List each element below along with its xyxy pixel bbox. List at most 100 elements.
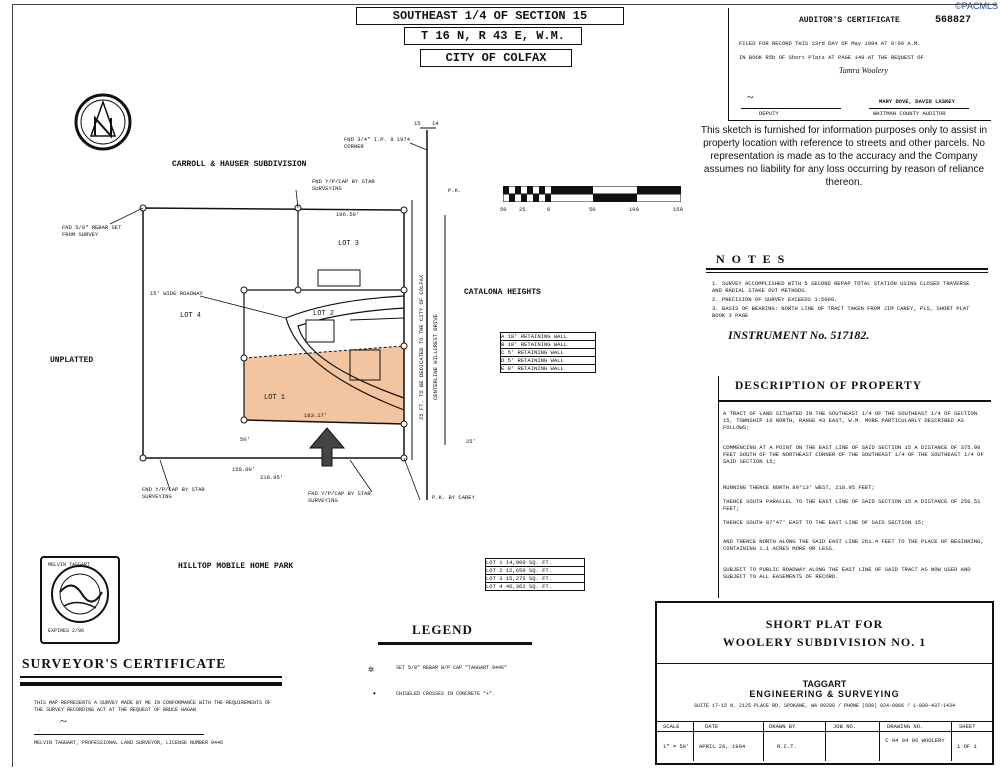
description-title: DESCRIPTION OF PROPERTY (735, 380, 923, 392)
auditor-line2: IN BOOK R5b OF Short Plats AT PAGE 149 A… (739, 54, 924, 61)
auditor-title: AUDITOR'S CERTIFICATE (799, 16, 900, 25)
surveyor-text: THIS MAP REPRESENTS A SURVEY MADE BY ME … (34, 700, 272, 713)
surveyor-rule (20, 682, 282, 686)
auditor-number: 568827 (935, 15, 972, 26)
col-header: SCALE (663, 723, 680, 730)
label-centerline: CENTERLINE HILLCREST DRIVE (432, 314, 439, 400)
title-rule (657, 663, 992, 664)
survey-map (109, 127, 446, 501)
surveyor-seal: MELVIN TAGGART EXPIRES 2/96 (40, 556, 120, 644)
col-header: DRAWN BY (769, 723, 796, 730)
retaining-row: B 10' RETAINING WALL (501, 341, 595, 349)
area-row: LOT 1 14,900 SQ. FT. (486, 559, 584, 567)
col-divider (825, 721, 826, 761)
col-header: DRAWING NO. (887, 723, 924, 730)
cross-symbol-icon: • (372, 690, 377, 699)
scale-label: 50 (589, 206, 596, 213)
label-lot4: LOT 4 (180, 312, 202, 320)
col-value: 1" = 50' (663, 743, 690, 750)
description-paragraph: THENCE SOUTH PARALLEL TO THE EAST LINE O… (723, 498, 981, 512)
auditor-name: MARY DOVE, DAVID LASKEY (879, 98, 955, 105)
description-paragraph: THENCE SOUTH 87°47' EAST TO THE EAST LIN… (723, 519, 925, 526)
seal-graphic-icon (51, 565, 109, 623)
area-row: LOT 2 12,650 SQ. FT. (486, 567, 584, 575)
dim-lot1: 183.17' (304, 412, 328, 419)
label-unplatted: UNPLATTED (50, 356, 94, 365)
dim-top: 196.50' (336, 211, 360, 218)
notes-rule (706, 268, 988, 270)
survey-pins (139, 204, 408, 462)
rebar-symbol-icon: ✲ (368, 665, 375, 676)
surveyor-rule (20, 676, 282, 678)
scale-label: 0 (547, 206, 551, 213)
header-line3: CITY OF COLFAX (445, 51, 547, 65)
scale-label: 50 (500, 206, 507, 213)
notes-rule (706, 272, 988, 273)
instrument-number: INSTRUMENT No. 517182. (728, 328, 870, 342)
description-rule (719, 400, 991, 402)
roadway-edge (285, 295, 405, 411)
title-line2: WOOLERY SUBDIVISION NO. 1 (722, 635, 927, 649)
label-hilltop: HILLTOP MOBILE HOME PARK (178, 562, 294, 571)
col-header: SHEET (959, 723, 976, 730)
label-carroll: CARROLL & HAUSER SUBDIVISION (172, 160, 307, 169)
col-divider (693, 721, 694, 761)
dim-25: 25' (466, 438, 476, 445)
retaining-row: A 18' RETAINING WALL (501, 333, 595, 341)
auditor-line1: FILED FOR RECORD THIS 23rd DAY OF May 19… (739, 40, 921, 47)
scale-label: 150 (673, 206, 683, 213)
deputy-signature: ~ (747, 90, 754, 104)
auditor-line3: Tamra Woolery (839, 66, 888, 75)
legend-title: LEGEND (412, 622, 473, 637)
retaining-row: E 8' RETAINING WALL (501, 365, 564, 372)
note-item: 2. PRECISION OF SURVEY EXCEEDS 1:5000. (712, 296, 838, 303)
building-outline (305, 319, 335, 343)
building-outline (349, 349, 381, 381)
description-paragraph: SUBJECT TO PUBLIC ROADWAY ALONG THE EAST… (723, 566, 971, 580)
section-corner-15: 15 (414, 120, 421, 127)
surveyor-signature: ~ (60, 714, 67, 728)
title-rule (657, 721, 992, 722)
building-outline (317, 269, 361, 287)
retaining-row: D 5' RETAINING WALL (501, 357, 595, 365)
legend-item: CHISELED CROSSES IN CONCRETE "+". (396, 691, 496, 697)
lot-line (243, 345, 405, 359)
label-fnd-star-bottom: FND Y/P/CAP BY STAR SURVEYING (308, 490, 371, 504)
title-rule (657, 731, 992, 732)
label-pk: P.K. (448, 187, 462, 194)
sheet-frame (12, 4, 997, 767)
label-catalona: CATALONA HEIGHTS (464, 288, 541, 297)
label-fnd-star-left: FND Y/P/CAP BY STAR SURVEYING (142, 486, 205, 500)
label-roadway: 15' WIDE ROADWAY (150, 290, 203, 297)
surveyor-title: SURVEYOR'S CERTIFICATE (22, 656, 227, 671)
label-road-dedication: 25 FT. TO BE DEDICATED TO THE CITY OF CO… (418, 274, 425, 420)
surveyor-name: MELVIN TAGGART, PROFESSIONAL LAND SURVEY… (34, 740, 224, 746)
area-row: LOT 4 46,362 SQ. FT. (486, 583, 553, 590)
header-line1: SOUTHEAST 1/4 OF SECTION 15 (392, 9, 588, 23)
description-paragraph: A TRACT OF LAND SITUATED IN THE SOUTHEAS… (723, 410, 978, 431)
col-divider (879, 721, 880, 761)
area-row: LOT 3 15,276 SQ. FT. (486, 575, 584, 583)
city-title: CITY OF COLFAX (420, 49, 572, 67)
label-fnd-star-top: FND Y/P/CAP BY STAR SURVEYING (312, 178, 375, 192)
col-value: 1 OF 1 (957, 743, 977, 750)
label-lot3: LOT 3 (338, 240, 360, 248)
title-block: SHORT PLAT FOR WOOLERY SUBDIVISION NO. 1… (655, 601, 994, 765)
deputy-label: DEPUTY (759, 110, 779, 117)
lot-line (243, 419, 405, 425)
col-divider (763, 721, 764, 761)
lot1-arrow-icon (308, 427, 346, 467)
auditor-certificate: AUDITOR'S CERTIFICATE 568827 FILED FOR R… (728, 8, 991, 121)
scale-label: 100 (629, 206, 639, 213)
label-pk-carey: P.K. BY CAREY (432, 494, 475, 501)
label-fnd-rebar: FND 5/8" REBAR SET FROM SURVEY (62, 224, 122, 238)
description-paragraph: RUNNING THENCE NORTH 89°13' WEST, 218.95… (723, 484, 875, 491)
description-paragraph: AND THENCE NORTH ALONG THE SAID EAST LIN… (723, 538, 984, 552)
deputy-signature-line (741, 108, 841, 109)
lot1-highlight (244, 346, 404, 424)
company-name: TAGGART (802, 679, 847, 689)
notes-section: N O T E S 1. SURVEY ACCOMPLISHED WITH 5 … (706, 252, 988, 358)
section-title: SOUTHEAST 1/4 OF SECTION 15 (356, 7, 624, 25)
retaining-wall-line (349, 317, 405, 321)
col-header: DATE (705, 723, 719, 730)
